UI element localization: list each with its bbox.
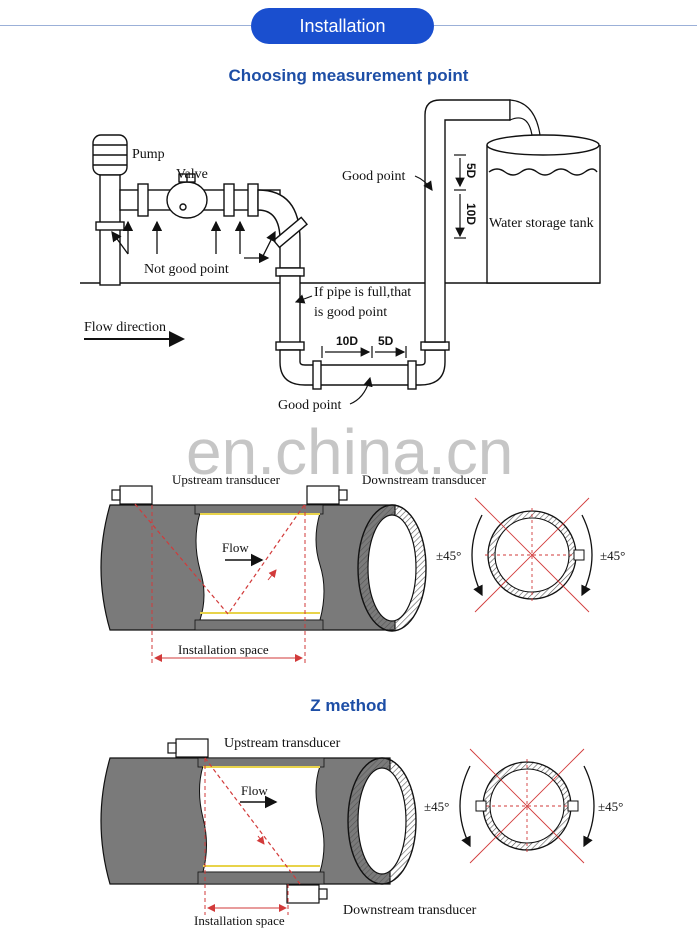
watermark: en.china.cn (186, 416, 513, 488)
label-dim-10d-horizontal: 10D (336, 334, 358, 348)
valve (166, 173, 208, 219)
water-tank (486, 134, 601, 284)
z-label-angle-right: ±45° (598, 799, 623, 814)
v-method-diagram: Upstream transducer Downstream transduce… (100, 472, 625, 665)
v-label-upstream: Upstream transducer (172, 472, 281, 487)
label-valve: Valve (176, 167, 208, 182)
z-label-angle-left: ±45° (424, 799, 449, 814)
v-label-angle-left: ±45° (436, 548, 461, 563)
z-downstream-transducer (286, 884, 328, 904)
v-downstream-transducer (306, 485, 348, 505)
v-cross-section (471, 497, 593, 613)
label-dim-10d-vertical: 10D (464, 203, 478, 225)
header-rule-right (434, 25, 697, 26)
pump (92, 134, 128, 286)
heading-z-method: Z method (310, 696, 387, 715)
z-label-downstream: Downstream transducer (343, 903, 477, 918)
label-good-point-bottom: Good point (278, 398, 342, 413)
z-method-diagram: Upstream transducer Downstream transduce… (100, 736, 623, 928)
label-good-point-top: Good point (342, 169, 406, 184)
down-pipe (279, 275, 301, 349)
z-label-flow: Flow (241, 783, 268, 798)
measurement-point-diagram: Pump Valve Not good point Good point If … (80, 99, 601, 413)
riser-pipe (424, 99, 511, 343)
v-label-angle-right: ±45° (600, 548, 625, 563)
horizontal-dimensions (321, 346, 407, 358)
z-upstream-transducer (167, 738, 209, 758)
label-pipe-full-1: If pipe is full,that (314, 285, 411, 300)
label-not-good-point: Not good point (144, 262, 229, 277)
label-flow-direction: Flow direction (84, 320, 166, 335)
label-water-tank: Water storage tank (489, 216, 594, 231)
heading-choosing-point: Choosing measurement point (228, 66, 469, 85)
z-label-installation-space: Installation space (194, 913, 285, 928)
header-rule-left (0, 25, 251, 26)
label-dim-5d-vertical: 5D (464, 163, 478, 179)
v-upstream-transducer (111, 485, 153, 505)
label-pipe-full-2: is good point (314, 305, 387, 320)
v-label-flow: Flow (222, 540, 249, 555)
v-label-installation-space: Installation space (178, 642, 269, 657)
not-good-arrows (111, 220, 276, 264)
z-cross-section (459, 748, 595, 864)
vertical-dimensions (454, 154, 466, 239)
bottom-pipe (279, 349, 446, 386)
section-title: Installation (299, 15, 386, 36)
z-label-upstream: Upstream transducer (224, 736, 341, 751)
section-title-badge: Installation (251, 8, 434, 44)
label-dim-5d-horizontal: 5D (378, 334, 394, 348)
label-pump: Pump (132, 147, 165, 162)
v-label-downstream: Downstream transducer (362, 472, 486, 487)
